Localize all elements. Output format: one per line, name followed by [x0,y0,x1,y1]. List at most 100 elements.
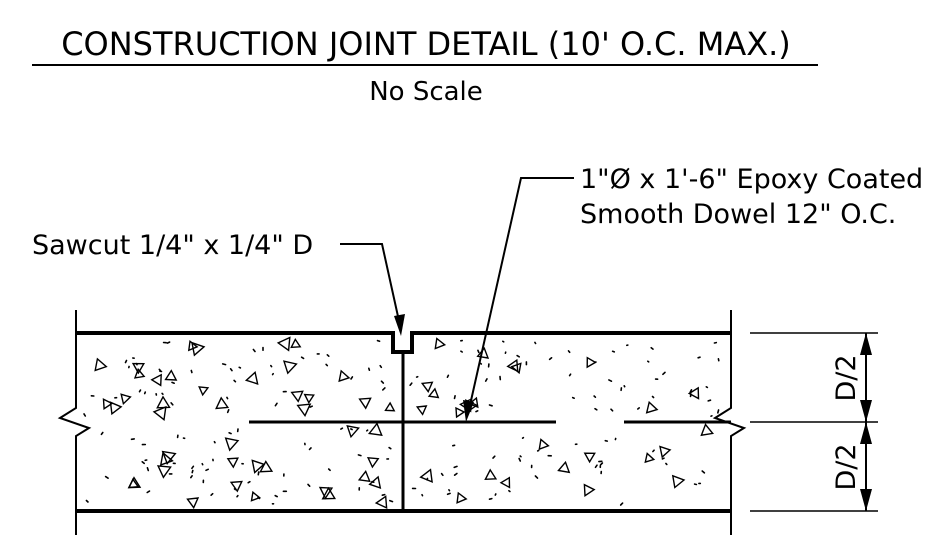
aggregate-dot [705,385,709,389]
aggregate-triangle [215,396,230,410]
aggregate-triangle [259,460,274,473]
aggregate-triangle [164,369,178,381]
aggregate-triangle [687,386,700,400]
aggregate-dot [594,407,598,411]
aggregate-dot [652,449,655,453]
aggregate-dot [623,384,626,388]
aggregate-triangle [290,338,302,349]
dimension-lower-label: D/2 [831,443,862,490]
aggregate-triangle [358,397,372,410]
aggregate-triangle [368,475,382,489]
aggregate-dot [662,371,666,376]
aggregate-triangle [700,423,715,437]
aggregate-dot [233,379,237,383]
aggregate-triangle [420,381,434,393]
concrete-aggregate-pattern [83,336,720,510]
aggregate-dot [707,399,712,402]
dowel-callout-line1: 1"Ø x 1'-6" Epoxy Coated [580,164,923,195]
aggregate-dot [646,360,650,363]
aggregate-dot [494,493,497,496]
sawcut-leader [340,243,405,336]
aggregate-dot [379,364,383,369]
aggregate-triangle [484,468,498,481]
drawing-scale-note: No Scale [369,77,483,107]
aggregate-dot [350,376,354,380]
aggregate-dot [689,388,693,394]
aggregate-triangle [303,393,315,404]
aggregate-triangle [224,437,240,452]
aggregate-dot [650,346,654,350]
dowel-leader [463,177,574,422]
aggregate-dot [665,462,668,466]
aggregate-dot [349,428,353,431]
aggregate-dot [376,339,381,343]
aggregate-dot [501,340,505,343]
aggregate-triangle [468,396,479,409]
aggregate-dot [594,464,598,469]
aggregate-triangle [499,476,511,489]
aggregate-triangle [198,386,210,397]
aggregate-dot [453,472,458,477]
aggregate-dot [307,483,311,488]
aggregate-dot [446,492,451,496]
aggregate-dot [124,359,128,364]
aggregate-triangle [186,497,200,510]
aggregate-dot [371,480,375,484]
aggregate-dot [593,395,597,399]
aggregate-dot [508,489,511,493]
aggregate-triangle [506,358,519,373]
dimension-upper-label: D/2 [831,354,862,401]
aggregate-dot [593,361,597,364]
drawing-title: CONSTRUCTION JOINT DETAIL (10' O.C. MAX.… [61,25,791,63]
aggregate-dot [171,381,175,385]
aggregate-triangle [583,452,596,464]
aggregate-triangle [250,490,261,502]
aggregate-dot [388,446,392,450]
aggregate-dot [716,409,720,414]
aggregate-dot [440,472,444,477]
aggregate-dot [388,499,394,503]
aggregate-dot [534,475,539,479]
aggregate-dot [190,369,193,374]
aggregate-triangle [318,486,334,500]
aggregate-triangle [244,370,259,385]
left-break-line [57,310,92,535]
aggregate-dot [599,462,604,466]
aggregate-triangle [586,356,597,369]
aggregate-dot [608,379,613,383]
aggregate-triangle [671,474,686,489]
aggregate-dot [381,493,386,497]
aggregate-dot [190,474,193,479]
aggregate-dot [210,492,214,497]
aggregate-dot [661,457,665,460]
aggregate-triangle [538,438,550,451]
aggregate-triangle [187,340,199,352]
aggregate-dot [300,356,305,360]
aggregate-dot [460,350,464,353]
dimension-lines [750,332,878,512]
aggregate-dot [697,356,701,359]
aggregate-dot [548,356,553,361]
aggregate-dot [619,502,624,506]
aggregate-dot [233,488,237,491]
aggregate-dot [367,367,371,372]
aggregate-triangle [384,401,396,412]
aggregate-triangle [645,400,659,414]
aggregate-dot [453,465,458,469]
aggregate-triangle [427,387,440,399]
aggregate-dot [100,431,104,436]
aggregate-triangle [282,360,298,375]
aggregate-dot [651,395,655,399]
aggregate-triangle [229,480,243,493]
aggregate-triangle [127,477,140,489]
aggregate-dot [146,466,150,472]
aggregate-triangle [510,362,522,375]
aggregate-dot [191,469,194,474]
aggregate-dot [421,493,424,497]
aggregate-triangle [109,401,123,416]
aggregate-dot [534,341,537,345]
aggregate-dot [610,408,614,412]
aggregate-dot [636,407,641,410]
aggregate-dot [326,353,330,358]
aggregate-dot [205,468,209,472]
